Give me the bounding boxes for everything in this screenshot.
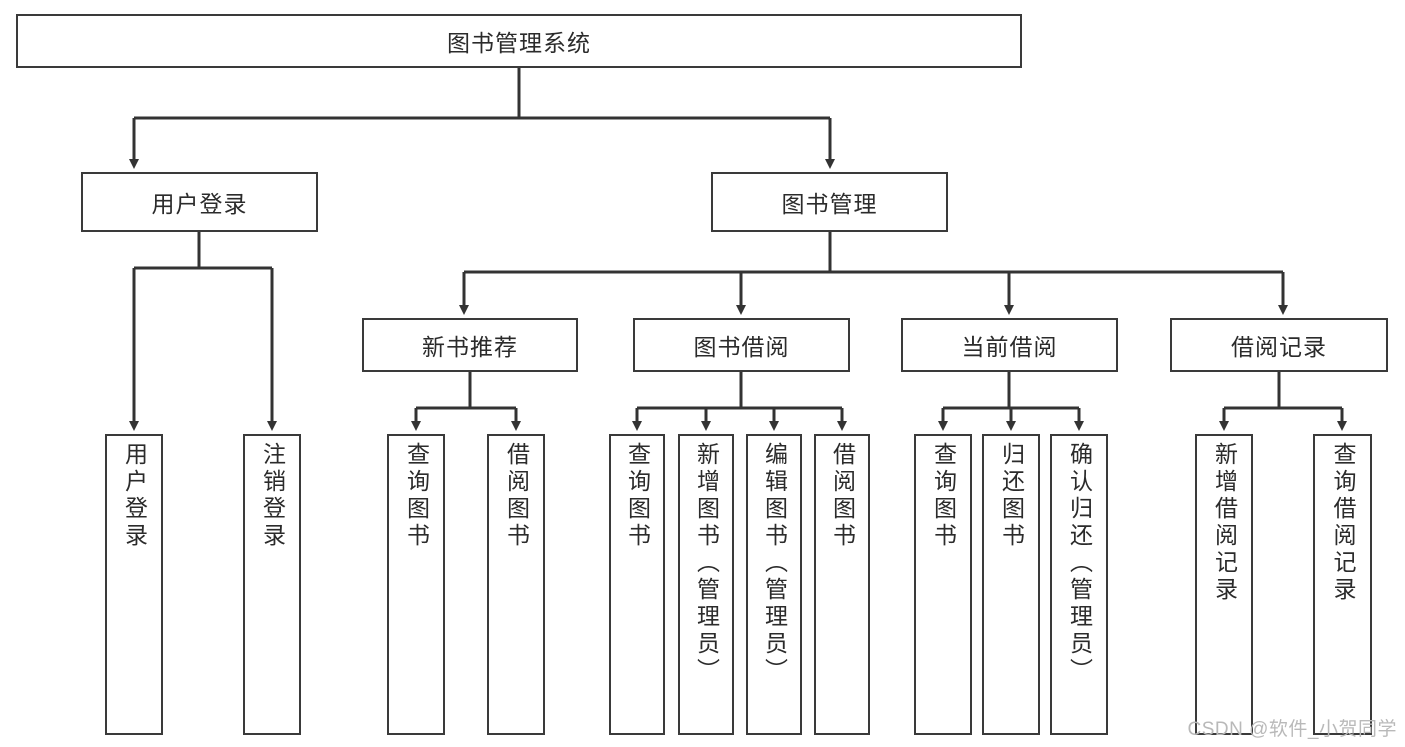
- node-query-book-2[interactable]: 查询图书: [609, 434, 665, 735]
- node-return-book[interactable]: 归还图书: [982, 434, 1040, 735]
- node-current-borrow-label: 当前借阅: [961, 334, 1058, 360]
- node-borrow-book-2-label: 借阅图书: [829, 442, 856, 550]
- node-book-manage[interactable]: 图书管理: [711, 172, 948, 232]
- node-user-login-label: 用户登录: [151, 191, 248, 217]
- node-query-book-1[interactable]: 查询图书: [387, 434, 445, 735]
- node-root-label: 图书管理系统: [447, 30, 591, 56]
- node-query-borrow-record-label: 查询借阅记录: [1330, 442, 1356, 604]
- node-new-book-rec-label: 新书推荐: [422, 334, 518, 360]
- node-query-book-3-label: 查询图书: [930, 442, 957, 550]
- node-add-borrow-record-label: 新增借阅记录: [1211, 442, 1238, 604]
- node-query-book-3[interactable]: 查询图书: [914, 434, 972, 735]
- node-add-borrow-record[interactable]: 新增借阅记录: [1195, 434, 1253, 735]
- node-book-borrow-label: 图书借阅: [693, 334, 790, 360]
- node-user-login-do[interactable]: 用户登录: [105, 434, 163, 735]
- node-edit-book-admin-label: 编辑图书（管理员）: [761, 442, 788, 685]
- node-book-borrow[interactable]: 图书借阅: [633, 318, 850, 372]
- node-borrow-book-1-label: 借阅图书: [503, 442, 530, 550]
- node-query-book-1-label: 查询图书: [403, 442, 430, 550]
- node-confirm-return-admin[interactable]: 确认归还（管理员）: [1050, 434, 1108, 735]
- node-user-logout[interactable]: 注销登录: [243, 434, 301, 735]
- node-borrow-book-2[interactable]: 借阅图书: [814, 434, 870, 735]
- node-root[interactable]: 图书管理系统: [16, 14, 1022, 68]
- node-borrow-record-label: 借阅记录: [1231, 334, 1327, 360]
- node-add-book-admin-label: 新增图书（管理员）: [693, 442, 720, 685]
- watermark-text: CSDN @软件_小贺同学: [1187, 719, 1397, 740]
- node-user-logout-label: 注销登录: [259, 442, 286, 550]
- node-borrow-book-1[interactable]: 借阅图书: [487, 434, 545, 735]
- node-add-book-admin[interactable]: 新增图书（管理员）: [678, 434, 734, 735]
- node-edit-book-admin[interactable]: 编辑图书（管理员）: [746, 434, 802, 735]
- node-query-borrow-record[interactable]: 查询借阅记录: [1313, 434, 1372, 735]
- node-confirm-return-admin-label: 确认归还（管理员）: [1066, 442, 1093, 685]
- node-borrow-record[interactable]: 借阅记录: [1170, 318, 1388, 372]
- node-book-manage-label: 图书管理: [781, 191, 878, 217]
- node-query-book-2-label: 查询图书: [624, 442, 651, 550]
- node-user-login-do-label: 用户登录: [121, 442, 148, 550]
- node-user-login[interactable]: 用户登录: [81, 172, 318, 232]
- node-current-borrow[interactable]: 当前借阅: [901, 318, 1118, 372]
- node-return-book-label: 归还图书: [998, 442, 1025, 550]
- node-new-book-rec[interactable]: 新书推荐: [362, 318, 578, 372]
